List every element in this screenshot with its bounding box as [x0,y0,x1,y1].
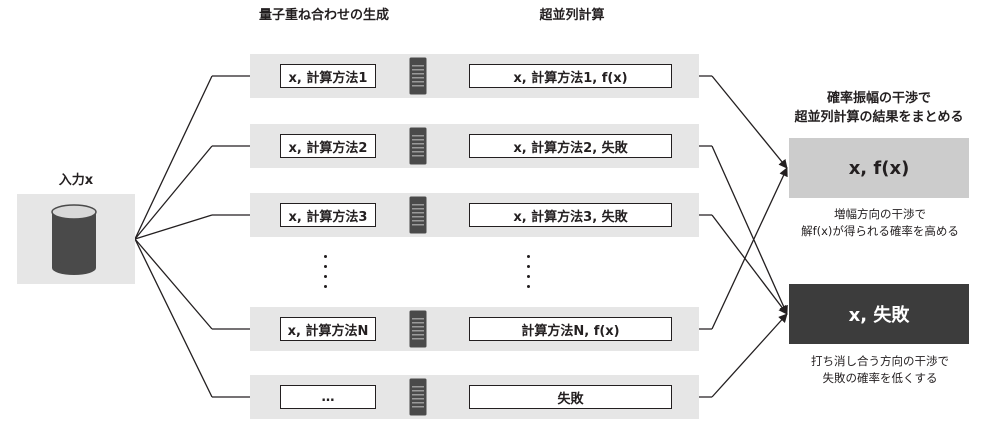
fan-out-line [134,238,213,398]
failure-note-line1: 打ち消し合う方向の干渉で [811,354,949,368]
failure-arrow [711,214,788,315]
server-tower-icon [409,57,427,95]
method-box: x, 計算方法2 [280,134,376,158]
method-box: x, 計算方法3 [280,203,376,227]
parallel-computation-header: 超並列計算 [539,8,605,23]
failure-output-box: x, 失敗 [789,284,969,344]
failure-arrow [711,145,788,315]
server-tower-icon [409,196,427,234]
result-box: x, 計算方法1, f(x) [469,64,672,88]
failure-note-line2: 失敗の確率を低くする [822,371,938,385]
success-note-line1: 増幅方向の干渉で [834,207,926,221]
success-note-line2: 解f(x)が得られる確率を高める [801,224,959,238]
superposition-header: 量子重ね合わせの生成 [258,8,389,23]
server-tower-icon [409,127,427,165]
success-output-box: x, f(x) [789,138,969,198]
fan-out-line [134,238,213,330]
vertical-ellipsis-icon [322,255,328,295]
fan-out-line [134,214,213,240]
result-box: 計算方法N, f(x) [469,317,672,341]
fan-out-line [134,75,213,240]
method-box: x, 計算方法1 [280,64,376,88]
interference-header-line1: 確率振幅の干渉で [826,91,931,106]
interference-arrows [711,75,788,398]
result-box: 失敗 [469,385,672,409]
failure-arrow [711,313,788,398]
database-cylinder-icon [51,204,97,275]
vertical-ellipsis-icon [525,255,531,295]
method-box: … [280,385,376,409]
result-box: x, 計算方法2, 失敗 [469,134,672,158]
success-arrow [711,167,788,330]
input-label: 入力x [58,173,94,188]
success-arrow [711,75,788,169]
server-tower-icon [409,310,427,348]
server-tower-icon [409,378,427,416]
method-box: x, 計算方法N [280,317,376,341]
fan-out-line [134,145,213,240]
interference-header-line2: 超並列計算の結果をまとめる [794,110,964,125]
result-box: x, 計算方法3, 失敗 [469,203,672,227]
